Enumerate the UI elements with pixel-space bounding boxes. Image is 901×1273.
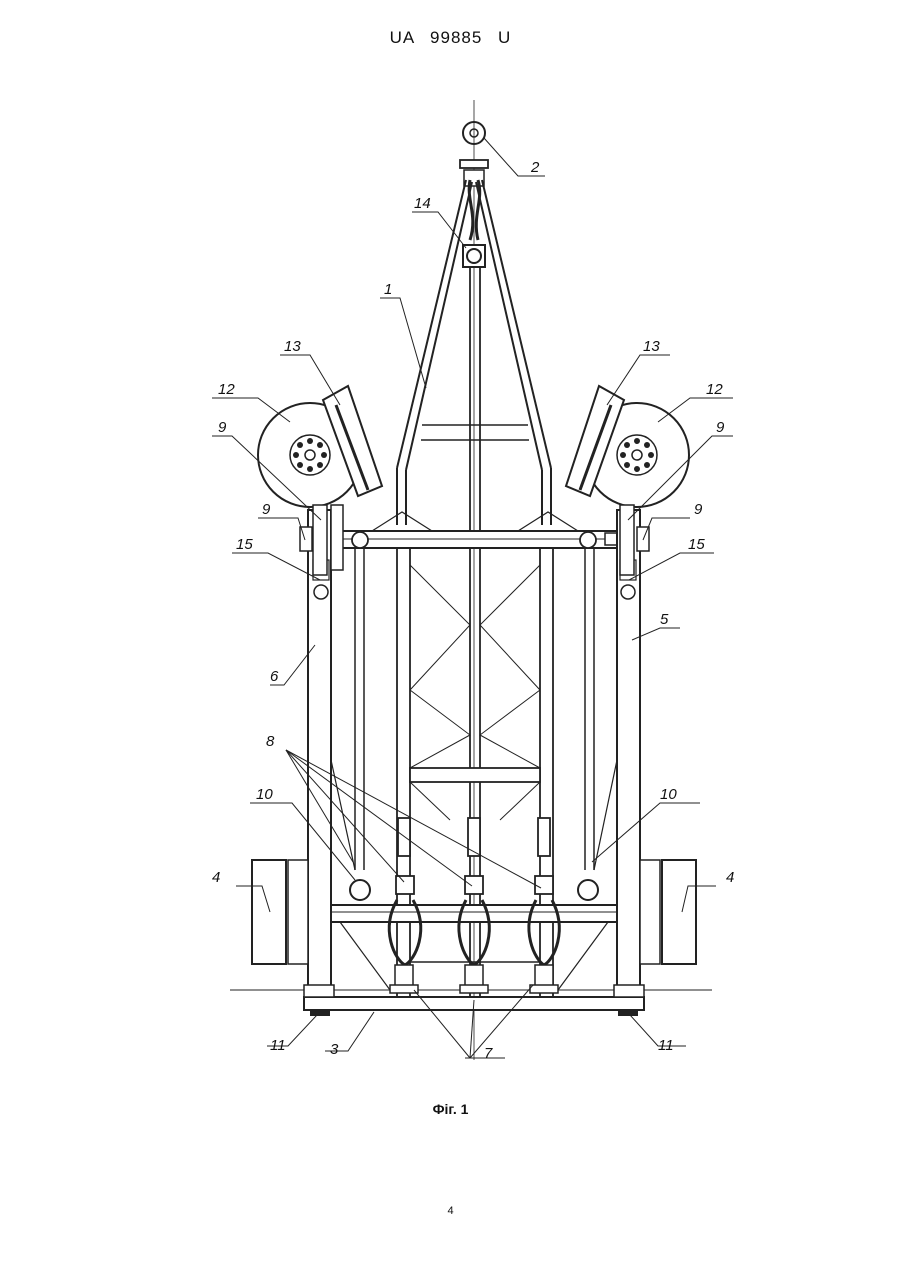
hose-coupling	[463, 245, 485, 267]
label-15-left: 15	[236, 536, 253, 553]
label-12-right: 12	[706, 381, 723, 398]
label-9-upper-right: 9	[716, 419, 725, 436]
label-11-right: 11	[658, 1037, 674, 1054]
figure-caption: Фіг. 1	[0, 1101, 901, 1117]
label-7: 7	[484, 1045, 493, 1062]
label-13-left: 13	[284, 338, 301, 355]
label-10-right: 10	[660, 786, 677, 803]
left-side-frame	[300, 505, 364, 1002]
label-6: 6	[270, 668, 279, 685]
upper-cross-beam	[325, 512, 625, 548]
label-5: 5	[660, 611, 669, 628]
label-13-right: 13	[643, 338, 660, 355]
page-number: 4	[0, 1205, 901, 1217]
centre-beam	[470, 268, 480, 1010]
label-9-upper-left: 9	[218, 419, 227, 436]
label-12-left: 12	[218, 381, 235, 398]
label-9-lower-right: 9	[694, 501, 703, 518]
label-4-right: 4	[726, 869, 734, 886]
label-8: 8	[266, 733, 275, 750]
label-9-lower-left: 9	[262, 501, 271, 518]
label-14: 14	[414, 195, 431, 212]
label-4-left: 4	[212, 869, 220, 886]
label-10-left: 10	[256, 786, 273, 803]
label-1: 1	[384, 281, 392, 298]
label-15-right: 15	[688, 536, 705, 553]
label-2: 2	[530, 159, 540, 176]
label-3: 3	[330, 1041, 339, 1058]
label-11-left: 11	[270, 1037, 286, 1054]
